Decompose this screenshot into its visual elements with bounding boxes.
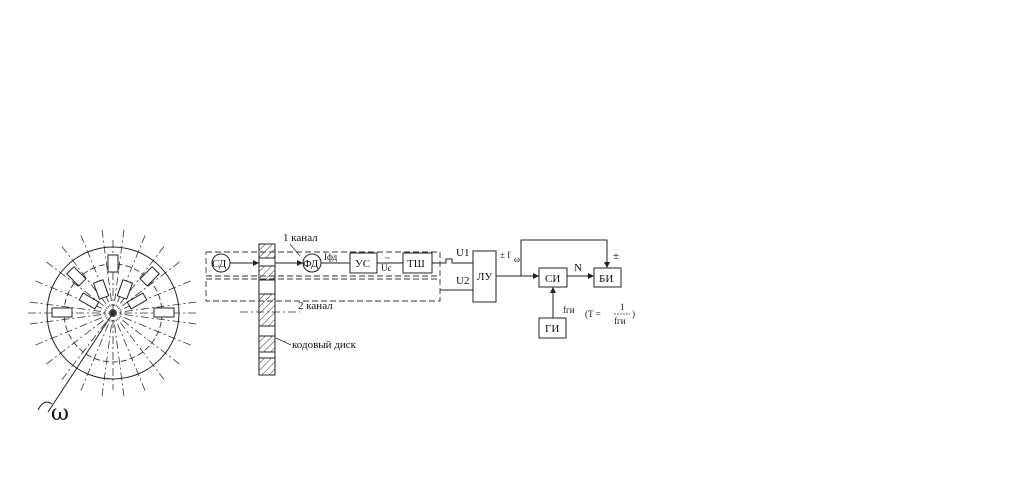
formula-left: (T =: [585, 309, 601, 319]
rotation-arrow-arc: [37, 401, 53, 411]
omega-label: ω: [51, 401, 69, 426]
u2-label: U2: [456, 275, 469, 287]
code-disk-strip: [258, 243, 276, 376]
ifd-label: Iфд: [324, 252, 338, 262]
lu-to-si-arrow: [533, 273, 539, 279]
sensor-slot-inner-right: [126, 292, 148, 310]
code-disk-segment-1: [258, 243, 276, 259]
tsh-label: ТШ: [407, 258, 425, 270]
lu-label: ЛУ: [477, 271, 492, 283]
channel-2-label: 2 канал: [298, 300, 333, 312]
pm-label: ±: [613, 250, 619, 262]
formula-denominator: fги: [614, 316, 626, 326]
fd-label: ФД: [303, 258, 319, 270]
formula-numerator: 1: [620, 302, 625, 312]
channel-1-frame: [205, 251, 441, 277]
si-label: СИ: [545, 273, 560, 285]
disk-arrow: [297, 260, 303, 266]
rotation-axis-line: [47, 312, 114, 413]
disc-face-view: ω: [28, 229, 198, 426]
fgi-label: fги: [563, 305, 575, 315]
gi-label: ГИ: [545, 323, 559, 335]
us-label: УС: [355, 258, 370, 270]
sd-label: СД: [212, 258, 227, 270]
sensor-slot-left: [51, 307, 73, 318]
code-disk-segment-2: [258, 265, 276, 281]
omega-sub-label: ω: [514, 254, 520, 264]
formula-right: ): [632, 309, 635, 319]
tilde-label: ~: [385, 253, 390, 263]
code-disk-segment-4: [258, 335, 276, 353]
channel-2-frame: [205, 278, 441, 302]
feedback-arrow: [604, 262, 610, 268]
uc-label: Uc: [381, 263, 392, 273]
code-disk-label: кодовый диск: [292, 339, 357, 351]
code-disk-segment-3: [258, 293, 276, 327]
sensor-slot-inner-top-left: [92, 279, 110, 300]
code-disk-leader: [275, 337, 292, 346]
sensor-slot-inner-left: [78, 292, 100, 310]
tsh-to-lu-pulse-line: [432, 258, 473, 264]
indicator-bi-box: [593, 267, 622, 288]
sensor-slot-upper-right: [139, 266, 160, 287]
sd-arrow: [253, 260, 259, 266]
channel-1-label: 1 канал: [283, 232, 318, 244]
sensor-slot-top: [107, 254, 119, 273]
n-label: N: [574, 262, 582, 274]
u1-label: U1: [456, 247, 469, 259]
si-to-bi-arrow: [588, 273, 594, 279]
code-disk-segment-5: [258, 357, 276, 376]
bi-label: БИ: [599, 273, 613, 285]
pm-f-label: ± f: [500, 250, 510, 260]
feedback-line: [520, 239, 608, 276]
sensor-slot-right: [153, 307, 175, 318]
channel-1-leader: [289, 243, 301, 257]
sensor-slot-upper-left: [66, 266, 87, 287]
gi-to-si-arrow: [550, 287, 556, 293]
sensor-slot-inner-top-right: [116, 279, 134, 300]
